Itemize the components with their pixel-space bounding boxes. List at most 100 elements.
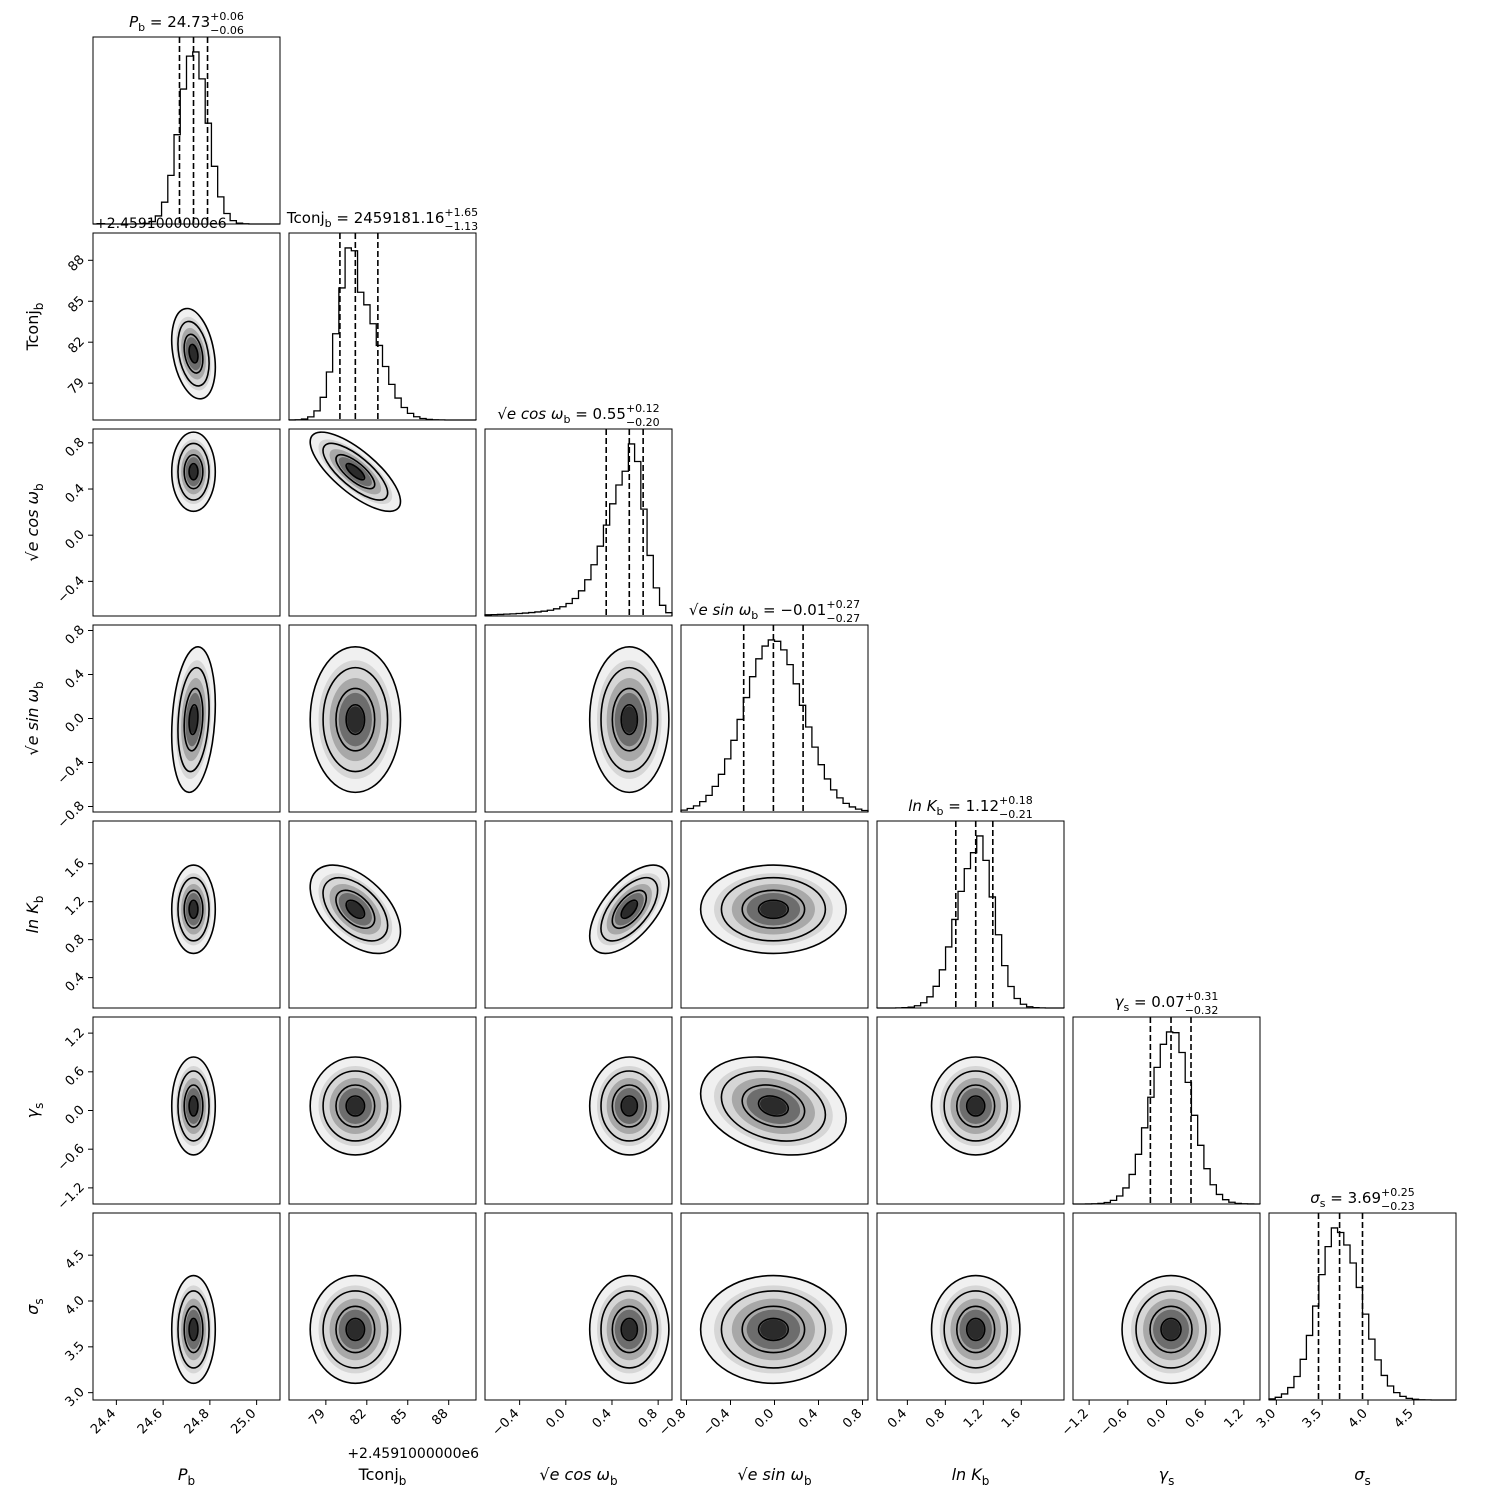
y-tick-label: 3.0: [63, 1385, 88, 1410]
histogram-P_b: [93, 51, 280, 225]
contour-line: [188, 1095, 199, 1117]
contour-line: [170, 864, 217, 955]
panel-gamma_s-Tconj_b: [288, 1016, 477, 1205]
panel-gamma_s-sqrt_e_cos_w: [484, 1016, 673, 1205]
contour-line: [955, 1084, 996, 1128]
panel-Tconj_b-Tconj_b: Tconjb = 2459181.16+1.65−1.13: [286, 206, 478, 421]
contour-line: [170, 1056, 217, 1156]
density-fill: [622, 1319, 637, 1340]
contour-line: [600, 876, 659, 942]
contour-line: [1121, 1274, 1221, 1385]
contour-line: [177, 876, 210, 942]
contour-line: [170, 646, 217, 794]
contour-line: [600, 666, 659, 773]
y-tick-label: 88: [66, 253, 88, 275]
panel-sqrt_e_sin_w-Tconj_b: [288, 624, 477, 813]
contour-line: [930, 1274, 1021, 1385]
x-tick-label: 0.4: [796, 1406, 821, 1431]
title-lnK_b: ln Kb = 1.12+0.18: [908, 794, 1033, 818]
contour-line: [309, 431, 402, 513]
y-tick-label: −0.6: [55, 1141, 88, 1174]
panel-frame: [288, 1016, 477, 1205]
panel-frame: [484, 428, 673, 617]
density-fill: [347, 1096, 364, 1115]
contour-line: [177, 1290, 210, 1369]
histogram-lnK_b: [877, 835, 1064, 1009]
x-tick-label: 24.4: [88, 1406, 119, 1437]
panel-lnK_b-sqrt_e_sin_w: [680, 820, 869, 1009]
y-tick-label: 0.0: [63, 527, 88, 552]
histogram-gamma_s: [1073, 1031, 1261, 1205]
x-tick-label: 4.5: [1391, 1406, 1416, 1431]
contour-line: [588, 1274, 670, 1385]
contour-line: [183, 1305, 204, 1354]
y-tick-label: 3.5: [63, 1339, 88, 1364]
contour-line: [720, 1290, 827, 1369]
contour-line: [620, 1317, 639, 1342]
contour-line: [720, 876, 827, 942]
contour-line: [322, 1290, 389, 1369]
panel-frame: [876, 820, 1065, 1009]
x-tick-label: 82: [347, 1406, 369, 1428]
x-tick-label: 85: [388, 1406, 410, 1428]
contour-line: [170, 307, 217, 400]
panel-gamma_s-P_b: −1.2−0.60.00.61.2: [55, 1016, 281, 1213]
y-axis-label-Tconj_b: Tconjb: [23, 303, 46, 352]
y-tick-label: 0.8: [63, 932, 88, 957]
title-minus-lnK_b: −0.21: [999, 808, 1033, 821]
x-tick-label: 24.8: [182, 1406, 213, 1437]
contour-line: [757, 1317, 790, 1342]
density-fill: [189, 706, 198, 733]
x-axis-label-Tconj_b: Tconjb: [358, 1465, 407, 1488]
panel-gamma_s-sqrt_e_sin_w: [680, 1016, 869, 1205]
x-axis-label-P_b: Pb: [178, 1465, 195, 1488]
contour-line: [322, 1070, 389, 1142]
histogram-sqrt_e_cos_w: [484, 443, 673, 616]
panel-frame: [876, 1016, 1065, 1205]
y-tick-label: 0.0: [63, 1103, 88, 1128]
panel-frame: [876, 1212, 1065, 1401]
panel-frame: [288, 428, 477, 617]
y-tick-label: −0.8: [55, 799, 88, 832]
title-sqrt_e_sin_w: √e sin ωb = −0.01+0.27: [689, 598, 860, 622]
contour-line: [309, 1056, 402, 1156]
x-tick-label: 1.2: [961, 1406, 986, 1431]
panel-frame: [288, 232, 477, 421]
x-tick-label: 0.6: [1183, 1406, 1208, 1431]
y-axis-label-gamma_s: γs: [23, 1103, 46, 1119]
x-tick-label: 0.4: [885, 1406, 910, 1431]
contour-line: [322, 442, 389, 501]
density-fill: [189, 1319, 198, 1340]
contour-line: [611, 1084, 648, 1128]
panel-frame: [680, 1016, 869, 1205]
x-tick-label: 4.0: [1346, 1406, 1371, 1431]
contour-line: [322, 876, 389, 942]
x-axis-label-sigma_s: σs: [1354, 1465, 1370, 1488]
contour-line: [345, 899, 366, 920]
title-minus-sqrt_e_cos_w: −0.20: [626, 416, 660, 429]
x-tick-label: 0.4: [590, 1406, 615, 1431]
histogram-sqrt_e_sin_w: [680, 639, 869, 812]
contour-line: [188, 899, 199, 920]
panel-gamma_s-gamma_s: γs = 0.07+0.31−0.32: [1072, 990, 1261, 1205]
panel-frame: [484, 820, 673, 1009]
panel-sqrt_e_sin_w-sqrt_e_cos_w: [484, 624, 673, 813]
contour-line: [757, 1095, 790, 1117]
contour-line: [183, 453, 204, 490]
x-tick-label: −0.4: [700, 1406, 733, 1439]
y-tick-label: 85: [66, 293, 88, 315]
density-fill: [189, 345, 198, 362]
density-fill: [760, 901, 787, 918]
density-fill: [760, 1096, 787, 1115]
contour-line: [699, 864, 847, 955]
contour-line: [1160, 1317, 1182, 1342]
y-tick-label: 4.0: [63, 1293, 88, 1318]
panel-sqrt_e_cos_w-P_b: −0.40.00.40.8: [55, 428, 281, 617]
contour-line: [1135, 1290, 1207, 1369]
contour-line: [720, 1070, 827, 1142]
